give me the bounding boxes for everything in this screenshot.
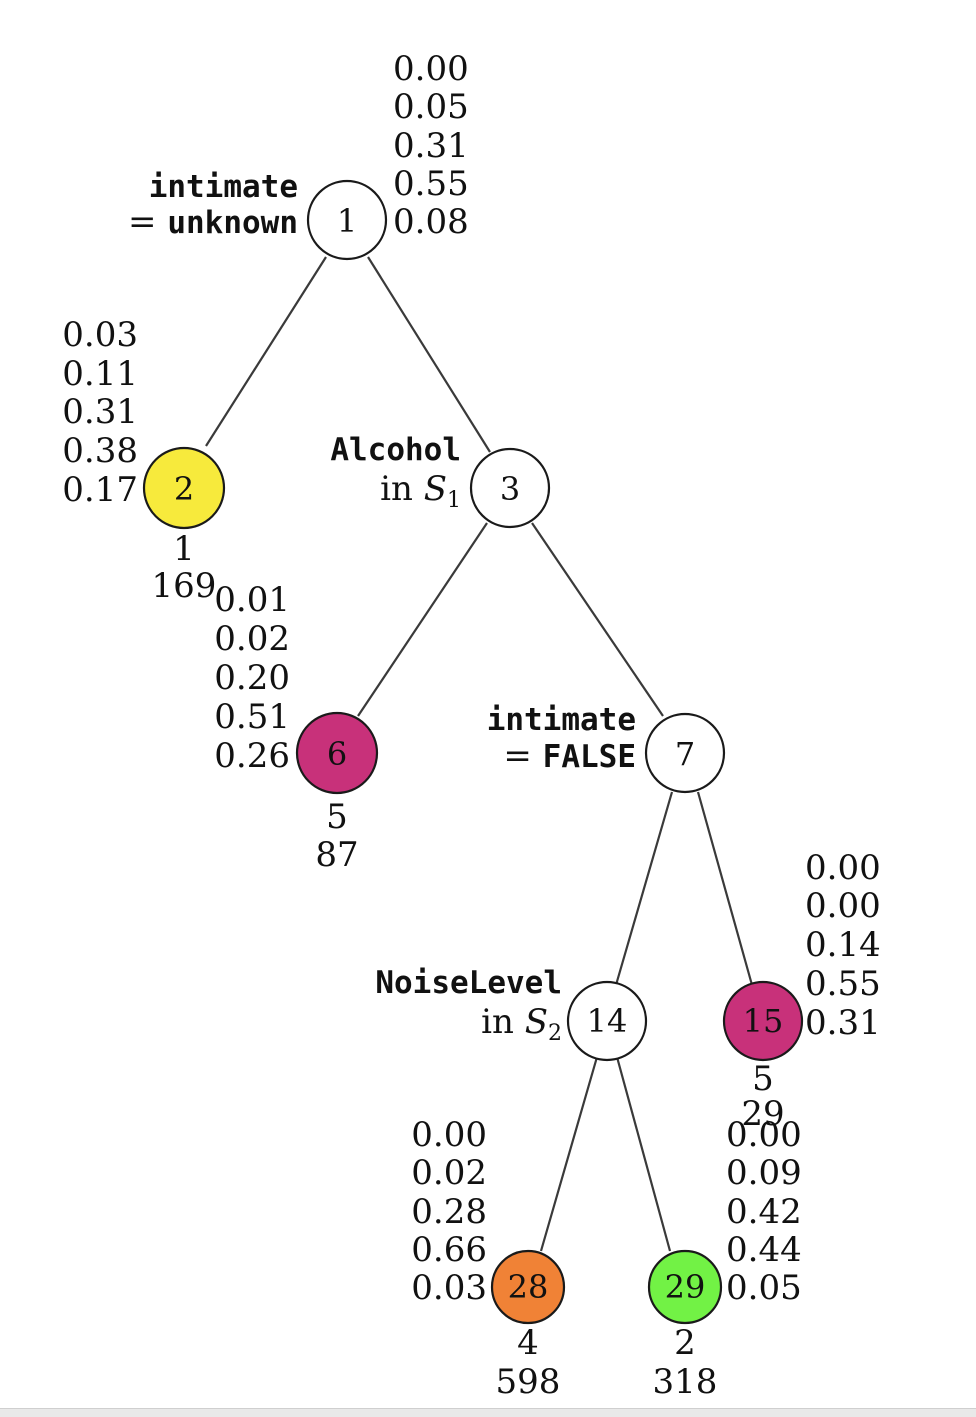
node-circle	[647, 1249, 723, 1325]
node-id: 14	[587, 1002, 628, 1040]
leaf-count: 598	[496, 1362, 561, 1402]
leaf-class-label: 4	[517, 1323, 539, 1363]
prob-class-4: 0.38	[62, 431, 138, 471]
prob-class-3: 0.14	[805, 925, 881, 965]
edge-1-3	[367, 256, 491, 453]
prob-class-2: 0.09	[726, 1153, 802, 1193]
prob-class-3: 0.20	[214, 658, 290, 698]
split-condition: Alcohol in S1	[330, 432, 461, 513]
prob-class-1: 0.00	[393, 49, 469, 89]
node-circle	[644, 712, 726, 794]
prob-class-3: 0.28	[411, 1192, 487, 1232]
edge-14-29	[615, 1056, 672, 1252]
prob-class-1: 0.00	[726, 1115, 802, 1155]
node-circle	[306, 179, 388, 261]
tree-node-15: 15 0.00 0.00 0.14 0.55 0.31 5 29	[722, 848, 881, 1134]
prob-class-3: 0.31	[62, 392, 138, 432]
prob-class-2: 0.11	[62, 354, 138, 394]
node-id: 28	[508, 1268, 549, 1306]
edge-1-2	[205, 256, 327, 447]
prob-class-2: 0.00	[805, 886, 881, 926]
split-rule: = unknown	[128, 202, 298, 242]
node-circle	[469, 447, 551, 529]
tree-node-14: 14 NoiseLevel in S2	[375, 965, 648, 1062]
leaf-class-label: 2	[674, 1323, 696, 1363]
prob-class-4: 0.66	[411, 1230, 487, 1270]
prob-class-4: 0.55	[805, 964, 881, 1004]
node-id: 15	[743, 1002, 784, 1040]
class-probabilities: 0.00 0.09 0.42 0.44 0.05	[726, 1115, 802, 1308]
class-probabilities: 0.00 0.05 0.31 0.55 0.08	[393, 49, 469, 242]
tree-node-2: 2 0.03 0.11 0.31 0.38 0.17 1 169	[62, 315, 226, 606]
node-circle	[490, 1249, 566, 1325]
edge-3-7	[531, 522, 664, 717]
prob-class-1: 0.01	[214, 580, 290, 620]
bottom-divider	[0, 1408, 976, 1417]
class-probabilities: 0.01 0.02 0.20 0.51 0.26	[214, 580, 290, 776]
prob-class-4: 0.55	[393, 164, 469, 204]
tree-node-7: 7 intimate = FALSE	[487, 702, 726, 794]
tree-node-28: 28 0.00 0.02 0.28 0.66 0.03 4 598	[411, 1115, 566, 1402]
split-rule: = FALSE	[503, 736, 636, 776]
prob-class-4: 0.51	[214, 697, 290, 737]
split-variable: intimate	[487, 702, 636, 738]
node-id: 7	[675, 735, 695, 773]
prob-class-5: 0.03	[411, 1268, 487, 1308]
prob-class-5: 0.26	[214, 736, 290, 776]
node-id: 1	[337, 202, 357, 240]
split-variable: NoiseLevel	[375, 965, 562, 1001]
tree-node-1: 1 0.00 0.05 0.31 0.55 0.08 intimate = un…	[128, 49, 469, 261]
leaf-count: 87	[315, 835, 358, 875]
class-probabilities: 0.00 0.02 0.28 0.66 0.03	[411, 1115, 487, 1308]
prob-class-2: 0.02	[214, 619, 290, 659]
prob-class-3: 0.42	[726, 1192, 802, 1232]
node-id: 6	[327, 735, 347, 773]
edge-7-14	[614, 791, 674, 986]
leaf-count: 169	[152, 566, 217, 606]
node-id: 2	[174, 470, 194, 508]
leaf-count: 318	[653, 1362, 718, 1402]
prob-class-5: 0.17	[62, 470, 138, 510]
prob-class-2: 0.02	[411, 1153, 487, 1193]
node-circle	[142, 446, 226, 530]
node-circle	[566, 980, 648, 1062]
tree-node-29: 29 0.00 0.09 0.42 0.44 0.05 2 318	[647, 1115, 802, 1402]
node-circle	[295, 711, 379, 795]
tree-edges	[205, 256, 754, 1252]
tree-node-6: 6 0.01 0.02 0.20 0.51 0.26 5 87	[214, 580, 379, 875]
prob-class-1: 0.00	[411, 1115, 487, 1155]
prob-class-5: 0.08	[393, 202, 469, 242]
leaf-class-label: 5	[326, 797, 348, 837]
class-probabilities: 0.03 0.11 0.31 0.38 0.17	[62, 315, 138, 510]
node-id: 29	[665, 1268, 706, 1306]
prob-class-5: 0.05	[726, 1268, 802, 1308]
split-rule: in S2	[481, 1002, 562, 1046]
leaf-class-label: 5	[752, 1059, 774, 1099]
split-rule: in S1	[380, 469, 461, 513]
split-condition: intimate = FALSE	[487, 702, 636, 776]
prob-class-1: 0.03	[62, 315, 138, 355]
class-probabilities: 0.00 0.00 0.14 0.55 0.31	[805, 848, 881, 1043]
split-condition: NoiseLevel in S2	[375, 965, 562, 1046]
leaf-count: 29	[741, 1094, 784, 1134]
edge-3-6	[357, 522, 488, 717]
split-condition: intimate = unknown	[128, 169, 298, 242]
edge-14-28	[539, 1056, 599, 1252]
split-variable: intimate	[149, 169, 298, 205]
leaf-class-label: 1	[173, 529, 195, 569]
prob-class-1: 0.00	[805, 848, 881, 888]
node-circle	[722, 980, 804, 1062]
split-variable: Alcohol	[330, 432, 461, 468]
prob-class-5: 0.31	[805, 1003, 881, 1043]
prob-class-4: 0.44	[726, 1230, 802, 1270]
edge-7-15	[696, 791, 754, 986]
prob-class-3: 0.31	[393, 126, 469, 166]
tree-node-3: 3 Alcohol in S1	[330, 432, 551, 529]
prob-class-2: 0.05	[393, 87, 469, 127]
node-id: 3	[500, 470, 520, 508]
